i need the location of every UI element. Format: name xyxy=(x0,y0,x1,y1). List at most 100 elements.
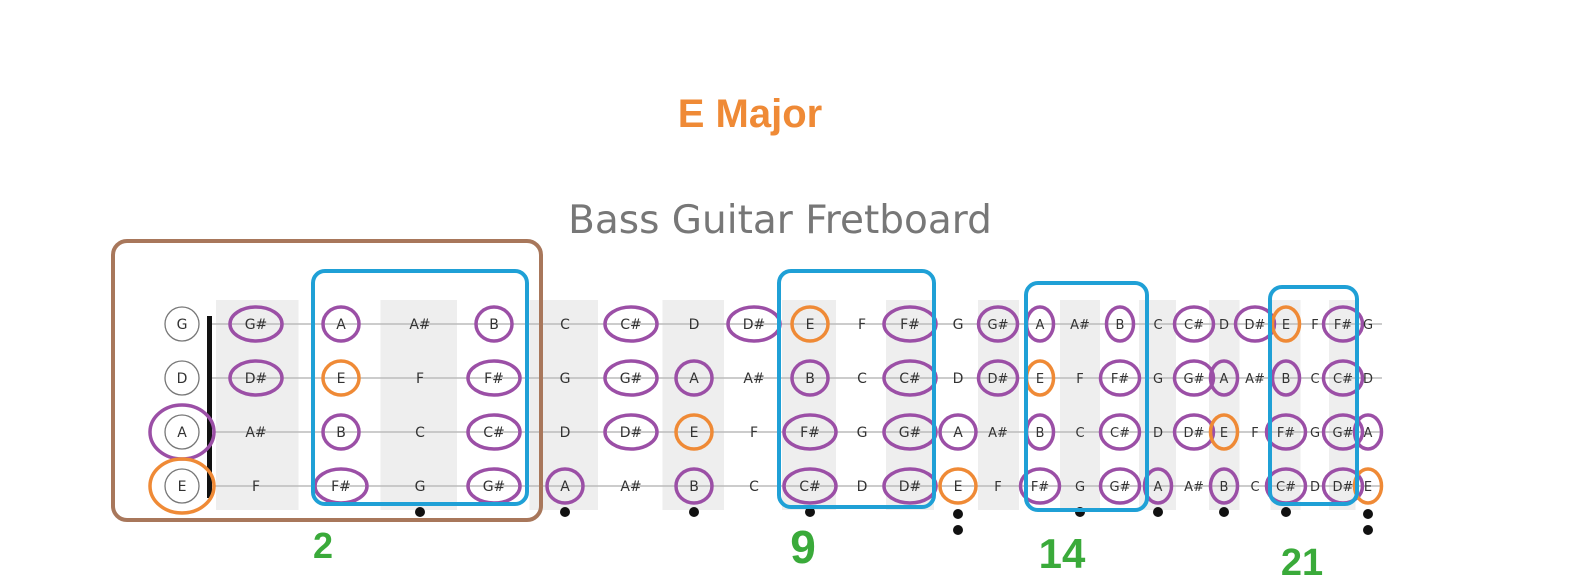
note-label: G# xyxy=(620,371,643,387)
note-label: F# xyxy=(484,371,504,387)
note-label: A xyxy=(1154,480,1163,495)
position-label: 9 xyxy=(790,521,816,573)
note-label: A# xyxy=(988,426,1008,441)
note-label: E xyxy=(1220,426,1228,441)
note-label: C xyxy=(857,371,867,387)
note-label: G# xyxy=(483,479,506,495)
note-label: F xyxy=(1251,426,1258,441)
note-label: D# xyxy=(1333,480,1354,495)
note-label: A xyxy=(1036,318,1045,333)
scale-note-marker xyxy=(603,359,659,397)
scale-note-marker xyxy=(1098,359,1142,397)
scale-note-marker xyxy=(674,467,714,505)
note-label: C# xyxy=(799,479,821,495)
note-label: G# xyxy=(1110,480,1131,495)
inlay-dot xyxy=(1219,507,1229,517)
note-label: G xyxy=(1363,318,1373,333)
note-label: A# xyxy=(620,479,641,495)
note-label: F# xyxy=(1031,480,1049,495)
note-label: D# xyxy=(899,479,922,495)
note-label: C# xyxy=(483,425,505,441)
note-label: C xyxy=(749,479,759,495)
inlay-dot xyxy=(953,509,963,519)
scale-note-marker xyxy=(782,413,838,451)
note-label: G# xyxy=(899,425,922,441)
fret-shade xyxy=(886,300,934,510)
note-label: D xyxy=(953,371,964,387)
scale-note-marker xyxy=(466,413,522,451)
note-label: D xyxy=(1363,372,1373,387)
inlay-dot xyxy=(689,507,699,517)
position-label: 14 xyxy=(1039,530,1086,577)
note-label: C# xyxy=(899,371,921,387)
note-label: D xyxy=(560,425,571,441)
diagram-title: E Major xyxy=(677,92,823,136)
note-label: F xyxy=(1076,372,1083,387)
note-label: G xyxy=(1075,480,1085,495)
scale-position-box xyxy=(1024,281,1149,512)
scale-note-marker xyxy=(976,359,1020,397)
scale-note-marker xyxy=(790,359,830,397)
root-note-marker xyxy=(674,413,714,451)
note-label: D# xyxy=(743,317,766,333)
scale-note-marker xyxy=(674,359,714,397)
note-label: A xyxy=(560,479,570,495)
root-note-marker xyxy=(1208,413,1240,451)
note-label: B xyxy=(489,317,499,333)
note-label: E xyxy=(806,317,815,333)
note-label: A# xyxy=(743,371,764,387)
note-label: E xyxy=(1036,372,1044,387)
scale-note-marker xyxy=(1233,305,1277,343)
scale-note-marker xyxy=(545,467,585,505)
scale-note-marker xyxy=(1208,359,1240,397)
note-label: B xyxy=(336,425,346,441)
inlay-dot xyxy=(1153,507,1163,517)
note-label: G# xyxy=(245,317,268,333)
note-label: D xyxy=(1219,318,1229,333)
inlay-dot xyxy=(415,507,425,517)
inlay-dot xyxy=(953,525,963,535)
note-label: A# xyxy=(1245,372,1265,387)
note-label: F xyxy=(252,479,260,495)
open-string-circle xyxy=(164,468,200,504)
fret-shade xyxy=(216,300,299,510)
note-label: D# xyxy=(1245,318,1266,333)
fret-shade xyxy=(380,300,457,510)
fret-shade xyxy=(1060,300,1100,510)
scale-note-marker xyxy=(1098,467,1142,505)
note-label: D# xyxy=(620,425,643,441)
scale-note-marker xyxy=(1018,467,1062,505)
scale-note-marker xyxy=(321,305,361,343)
open-position-box xyxy=(111,239,543,522)
note-label: A xyxy=(1220,372,1229,387)
note-label: E xyxy=(1364,480,1372,495)
root-note-marker xyxy=(148,457,216,515)
note-label: G xyxy=(415,479,426,495)
open-string-label: E xyxy=(178,479,187,495)
scale-note-marker xyxy=(1142,467,1174,505)
open-string-label: G xyxy=(177,317,188,333)
note-label: E xyxy=(954,479,963,495)
note-label: B xyxy=(1220,480,1229,495)
scale-note-marker xyxy=(474,305,514,343)
root-note-marker xyxy=(938,467,978,505)
note-label: C xyxy=(1075,426,1084,441)
note-label: E xyxy=(690,425,699,441)
note-label: C xyxy=(1250,480,1259,495)
scale-note-marker xyxy=(1172,359,1216,397)
scale-note-marker xyxy=(1321,413,1365,451)
scale-note-marker xyxy=(603,413,659,451)
position-label: 21 xyxy=(1281,542,1323,580)
note-label: D xyxy=(857,479,868,495)
note-label: C# xyxy=(1276,480,1296,495)
inlay-dot xyxy=(805,507,815,517)
note-label: F# xyxy=(1277,426,1295,441)
open-string-circle xyxy=(164,414,200,450)
note-label: D xyxy=(1153,426,1163,441)
scale-note-marker xyxy=(228,305,284,343)
note-label: F# xyxy=(1111,372,1129,387)
note-label: G xyxy=(1153,372,1163,387)
note-label: F xyxy=(416,371,424,387)
